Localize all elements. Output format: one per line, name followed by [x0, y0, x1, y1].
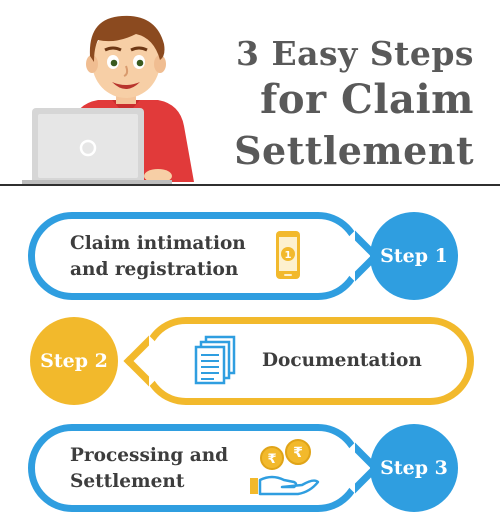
- step-3-badge-label: Step 3: [380, 457, 448, 479]
- title-line-2: for Claim: [260, 76, 474, 123]
- step-1-text-line-1: Claim intimation: [70, 233, 246, 254]
- rupee-coins-hand-icon: ₹ ₹: [250, 439, 320, 496]
- step-2-badge-label: Step 2: [40, 350, 108, 372]
- step-3-text-line-1: Processing and: [70, 445, 229, 466]
- mobile-phone-icon: 1: [276, 231, 300, 279]
- svg-text:₹: ₹: [267, 452, 276, 467]
- step-1-card: [28, 212, 381, 300]
- header-divider: [0, 184, 500, 186]
- step-3-text-line-2: Settlement: [70, 471, 185, 492]
- step-3-card: [28, 424, 381, 512]
- svg-text:₹: ₹: [293, 445, 303, 461]
- step-2-pointer: [123, 335, 175, 387]
- documents-icon: [194, 335, 236, 385]
- step-2-text: Documentation: [262, 350, 422, 371]
- title-line-1: 3 Easy Steps: [236, 34, 474, 73]
- step-1-badge: Step 1: [370, 212, 458, 300]
- man-with-laptop-illustration: [22, 15, 194, 185]
- step-1-text-line-2: and registration: [70, 259, 239, 280]
- step-3-badge: Step 3: [370, 424, 458, 512]
- title-line-3: Settlement: [234, 128, 474, 173]
- step-2-badge: Step 2: [30, 317, 118, 405]
- step-1-badge-label: Step 1: [380, 245, 448, 267]
- svg-text:1: 1: [285, 250, 292, 261]
